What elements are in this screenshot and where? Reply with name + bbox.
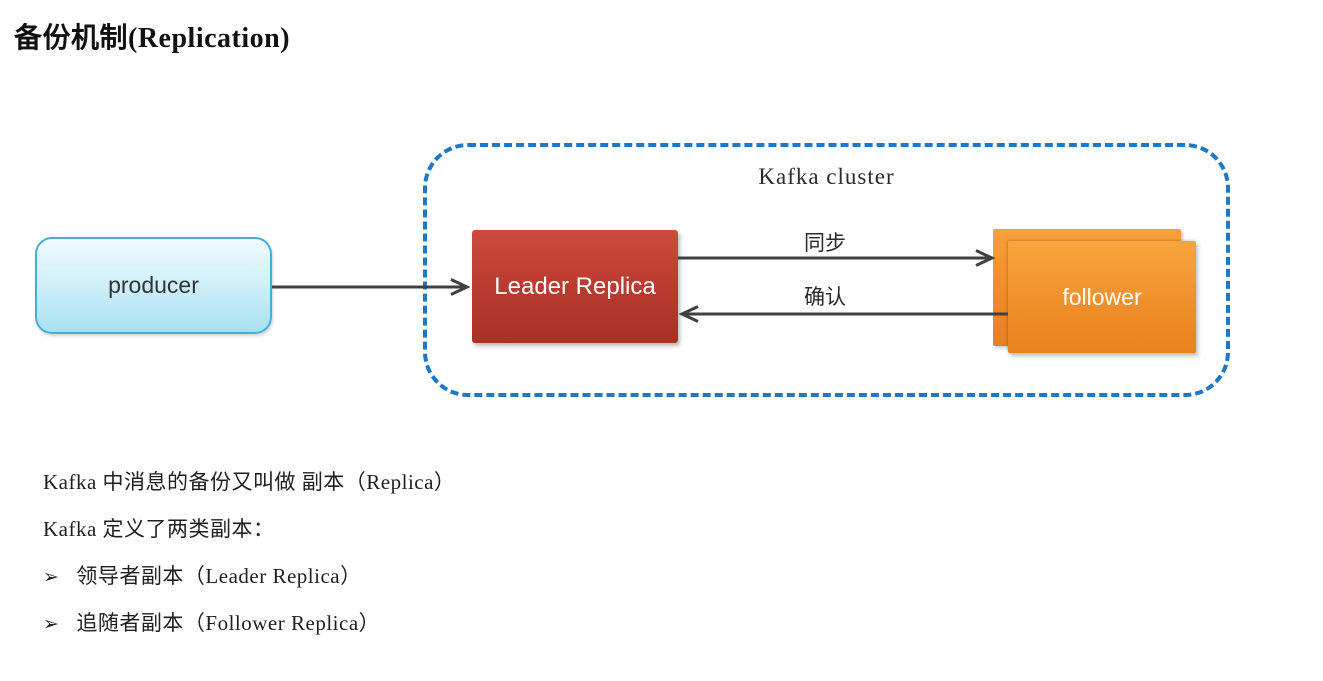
producer-node: producer <box>35 237 272 334</box>
arrowhead-bullet-icon: ➢ <box>43 614 60 635</box>
list-item-follower-replica: ➢ 追随者副本（Follower Replica） <box>43 607 380 637</box>
kafka-cluster-boundary <box>423 143 1230 397</box>
note-replica-definition: Kafka 中消息的备份又叫做 副本（Replica） <box>43 470 456 494</box>
producer-node-label: producer <box>108 272 199 298</box>
ack-arrow-label: 确认 <box>804 285 846 309</box>
list-item-label: 追随者副本（Follower Replica） <box>76 611 381 635</box>
follower-node-label: follower <box>1062 283 1142 310</box>
follower-node: follower <box>1008 241 1196 353</box>
leader-replica-node: Leader Replica <box>472 230 678 343</box>
kafka-cluster-label: Kafka cluster <box>758 164 895 189</box>
sync-arrow-label: 同步 <box>804 231 846 255</box>
page-title: 备份机制(Replication) <box>14 23 291 54</box>
arrowhead-bullet-icon: ➢ <box>43 567 60 588</box>
list-item-leader-replica: ➢ 领导者副本（Leader Replica） <box>43 560 362 590</box>
note-two-replica-types: Kafka 定义了两类副本： <box>43 517 275 541</box>
list-item-label: 领导者副本（Leader Replica） <box>76 564 362 588</box>
leader-replica-node-label: Leader Replica <box>494 272 656 300</box>
